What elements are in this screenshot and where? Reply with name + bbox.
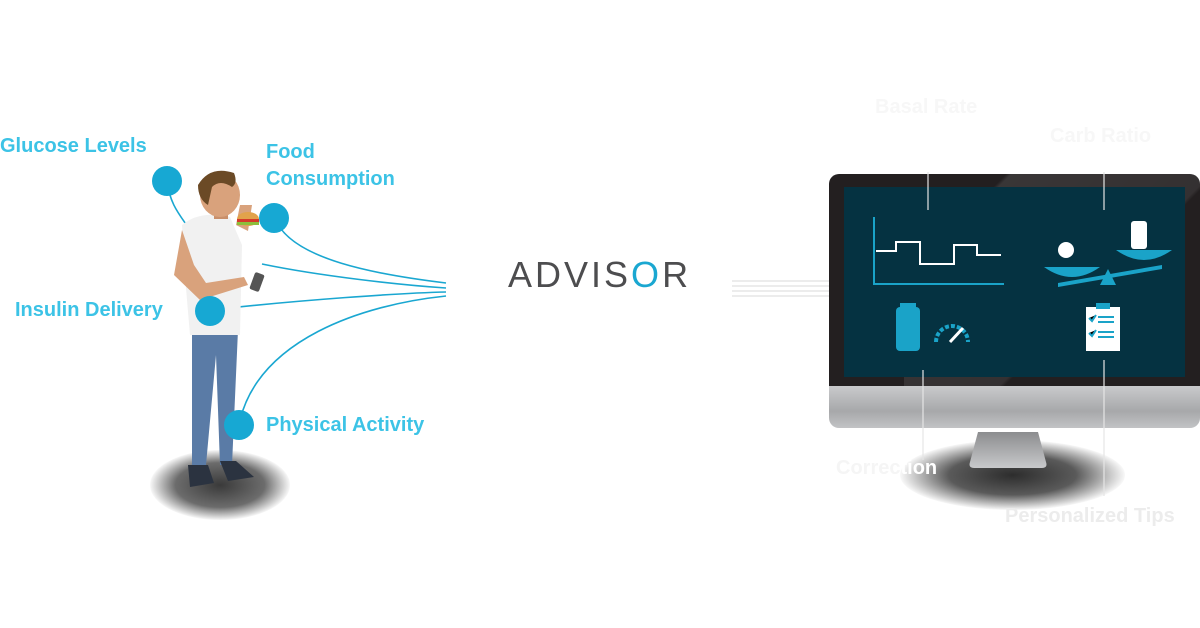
- logo-text-start: ADVIS: [508, 254, 632, 295]
- food-label-line2: Consumption: [266, 168, 395, 190]
- activity-connector: [239, 295, 447, 421]
- basal-rate-chart-icon: [873, 217, 1004, 285]
- logo-text-end: R: [662, 254, 692, 295]
- monitor-chin: [829, 386, 1200, 428]
- glucose-levels-label: Glucose Levels: [0, 135, 147, 157]
- basal-rate-label: Basal Rate: [875, 96, 978, 118]
- correction-factor-visible: tion: [900, 457, 938, 479]
- clipboard-checklist-icon: [1086, 303, 1120, 351]
- logo-o-cycle-icon: O: [631, 254, 663, 295]
- glucose-levels-dot[interactable]: [152, 166, 182, 196]
- insulin-delivery-label: Insulin Delivery: [15, 299, 163, 321]
- monitor-screen: [844, 187, 1185, 377]
- food-label-line1: Food: [266, 141, 315, 163]
- scale-icon: [1044, 221, 1172, 287]
- food-connector: [274, 217, 447, 284]
- screen-icons: [873, 217, 1172, 351]
- personalized-tips-label: Personalized Tips: [1005, 505, 1175, 527]
- monitor-stand: [969, 432, 1047, 468]
- monitor-bezel: [829, 174, 1200, 386]
- food-consumption-label: Food Consumption: [266, 139, 395, 193]
- advisor-logo: ADVISOR: [508, 254, 691, 296]
- monitor: [829, 174, 1200, 430]
- arm-connector: [261, 263, 447, 289]
- insulin-connector: [209, 291, 447, 311]
- insulin-vial-gauge-icon: [896, 303, 970, 351]
- insulin-delivery-dot[interactable]: [195, 296, 225, 326]
- food-consumption-dot[interactable]: [259, 203, 289, 233]
- carb-ratio-label: Carb Ratio: [1050, 125, 1152, 147]
- physical-activity-dot[interactable]: [224, 410, 254, 440]
- correction-factor-label: Correction: [836, 457, 938, 479]
- physical-activity-label: Physical Activity: [266, 414, 425, 436]
